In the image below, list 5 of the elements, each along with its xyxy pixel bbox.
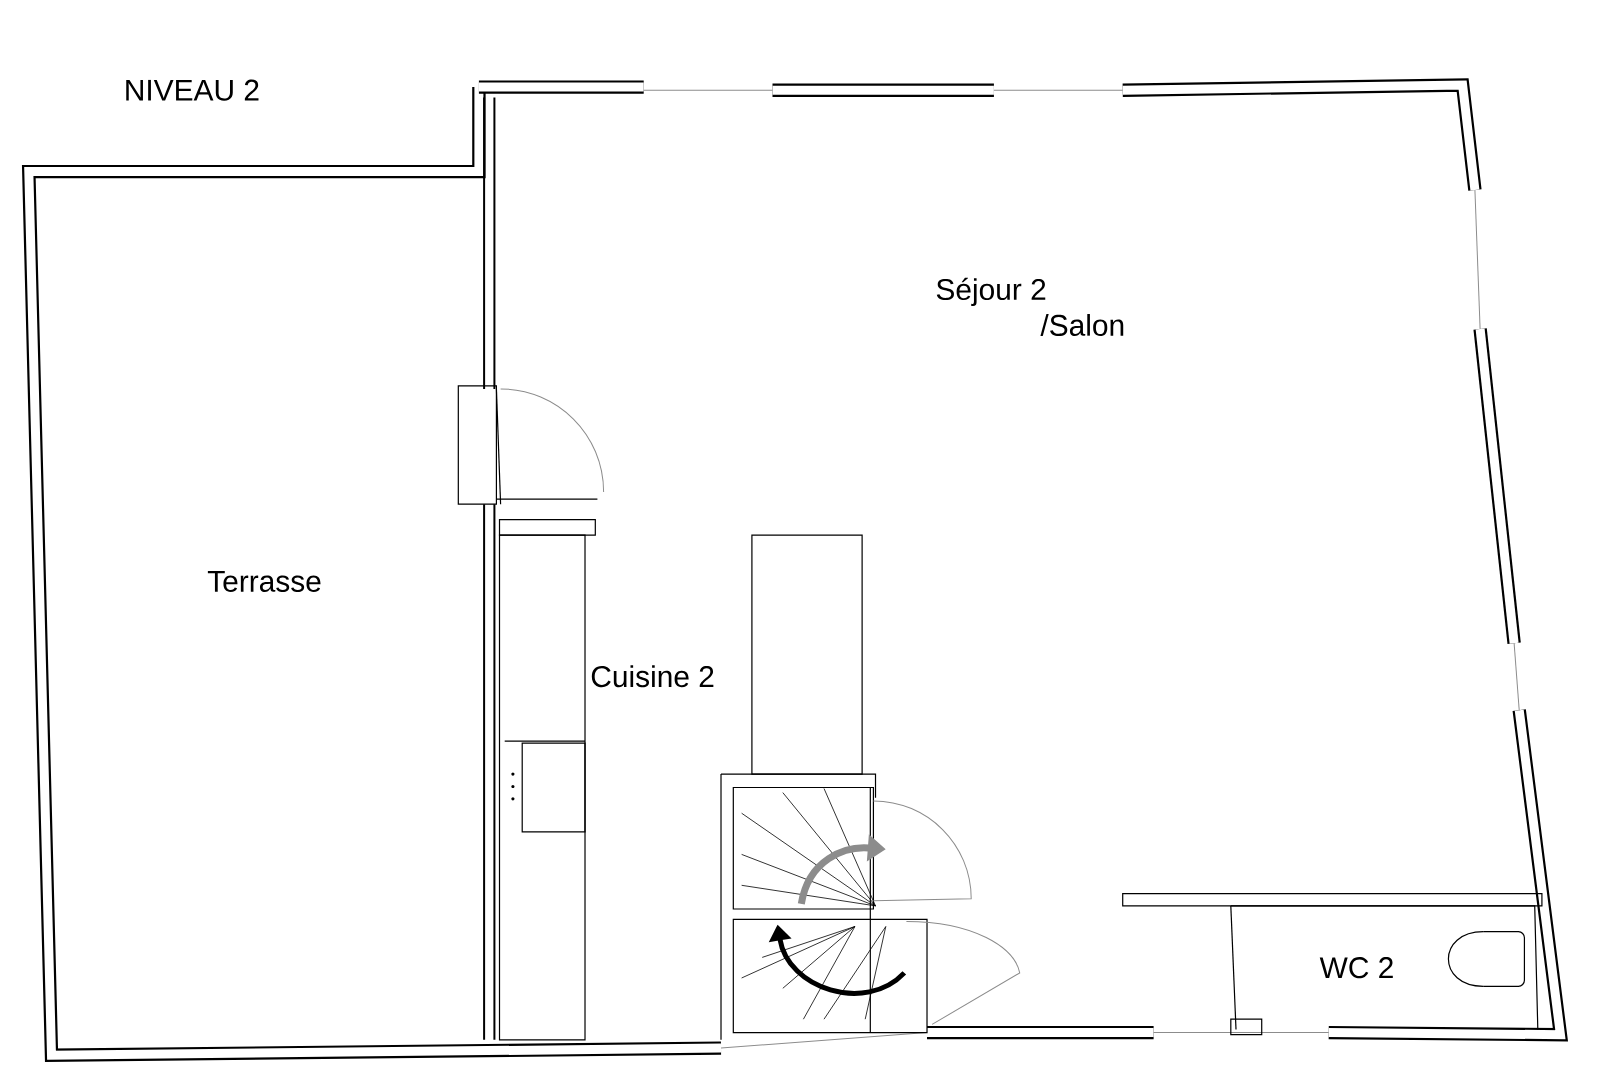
room-label: Terrasse [206,570,323,593]
room-label: Séjour 2 /Salon [936,277,1124,336]
plan-title: NIVEAU 2 [126,79,259,101]
room-label: Cuisine 2 [589,664,716,689]
room-label: WC 2 [1318,956,1396,980]
